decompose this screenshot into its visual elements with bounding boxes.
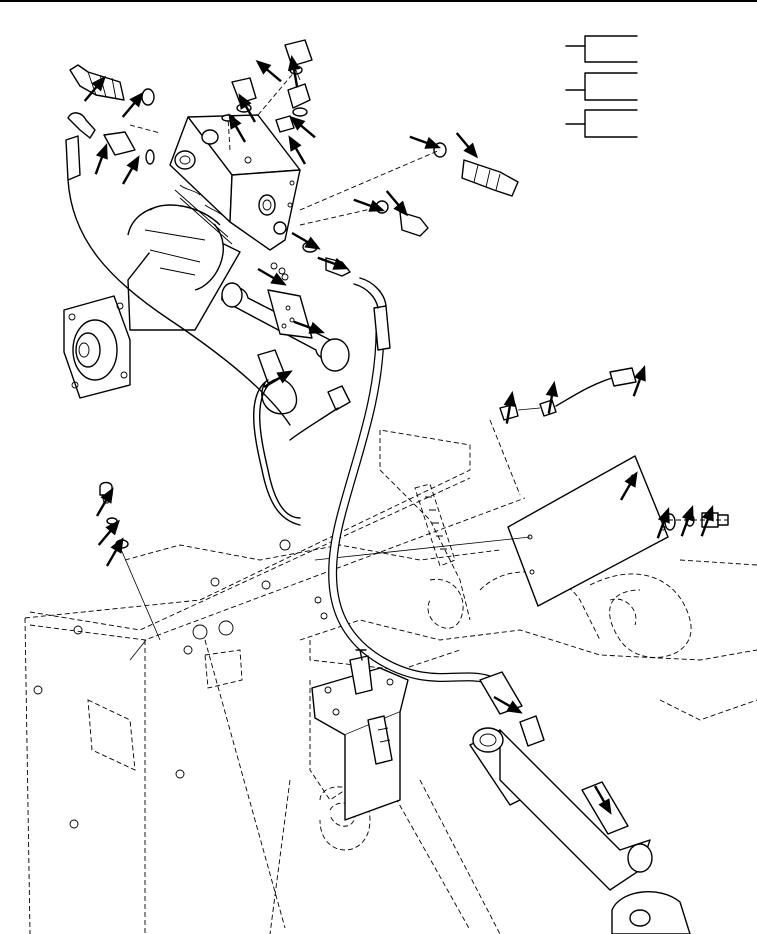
body-bolts [33, 539, 328, 829]
left-quick-coupler [65, 64, 155, 181]
mounting-bracket [414, 483, 456, 567]
callout-arrow [382, 186, 411, 219]
vehicle-body-phantom [24, 429, 757, 934]
callout-arrow [90, 143, 112, 177]
control-valve-bank [311, 649, 409, 821]
callout-arrow [117, 154, 144, 188]
right-quick-couplers [270, 142, 519, 281]
callout-arrow [452, 128, 481, 161]
hydraulic-motor [63, 204, 241, 399]
leader-lines [129, 69, 728, 661]
hydraulic-cylinder [469, 715, 691, 934]
legend-brackets [565, 35, 638, 138]
solenoid-valve [221, 282, 350, 372]
plate-screw-hardware [664, 512, 729, 531]
valve-cover-plate [507, 455, 669, 607]
hydraulic-hose [67, 179, 523, 715]
valve-manifold [169, 114, 301, 251]
callout-arrow [253, 57, 286, 86]
